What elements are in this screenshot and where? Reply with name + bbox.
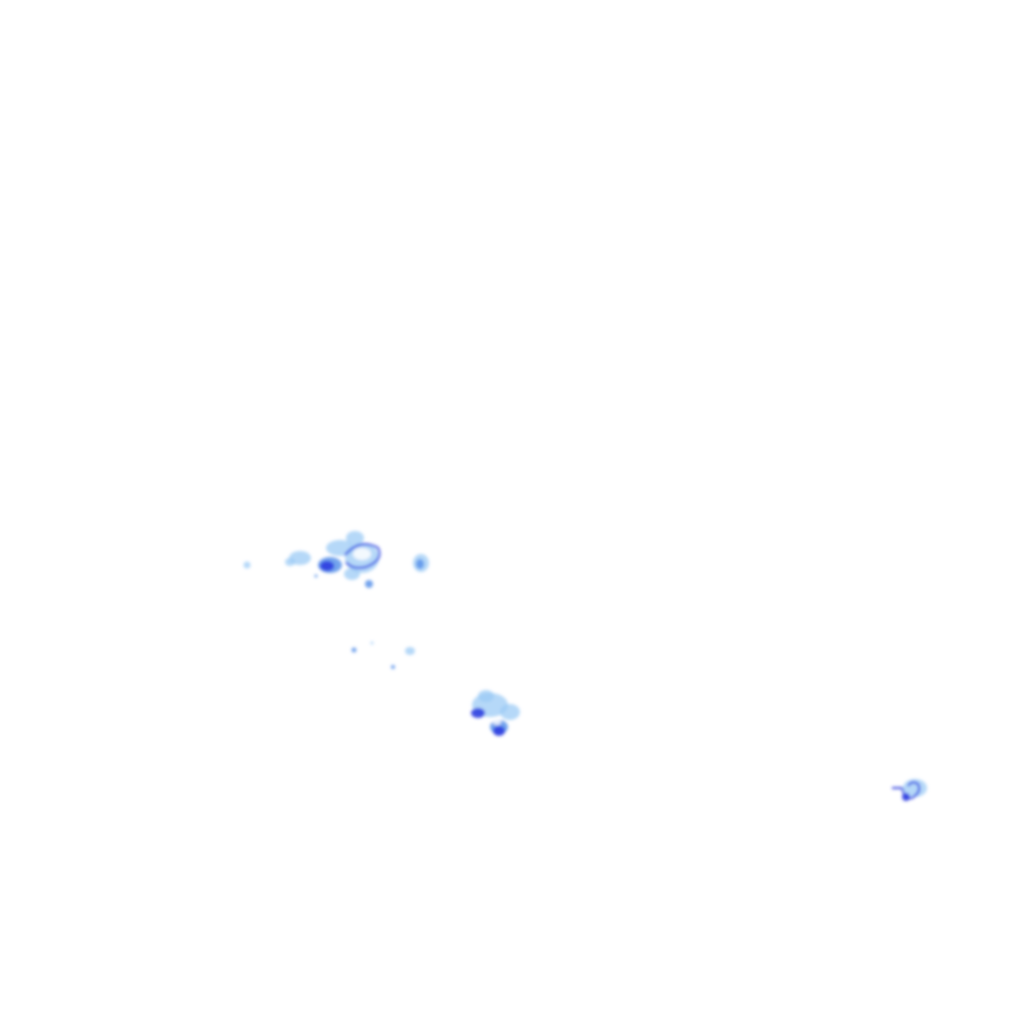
precipitation-cell: [351, 641, 415, 669]
precipitation-cell: [285, 531, 381, 588]
precipitation-cell: [892, 779, 927, 801]
precipitation-cell: [471, 690, 520, 736]
precipitation-cell: [413, 554, 429, 572]
precipitation-cell: [243, 561, 251, 569]
